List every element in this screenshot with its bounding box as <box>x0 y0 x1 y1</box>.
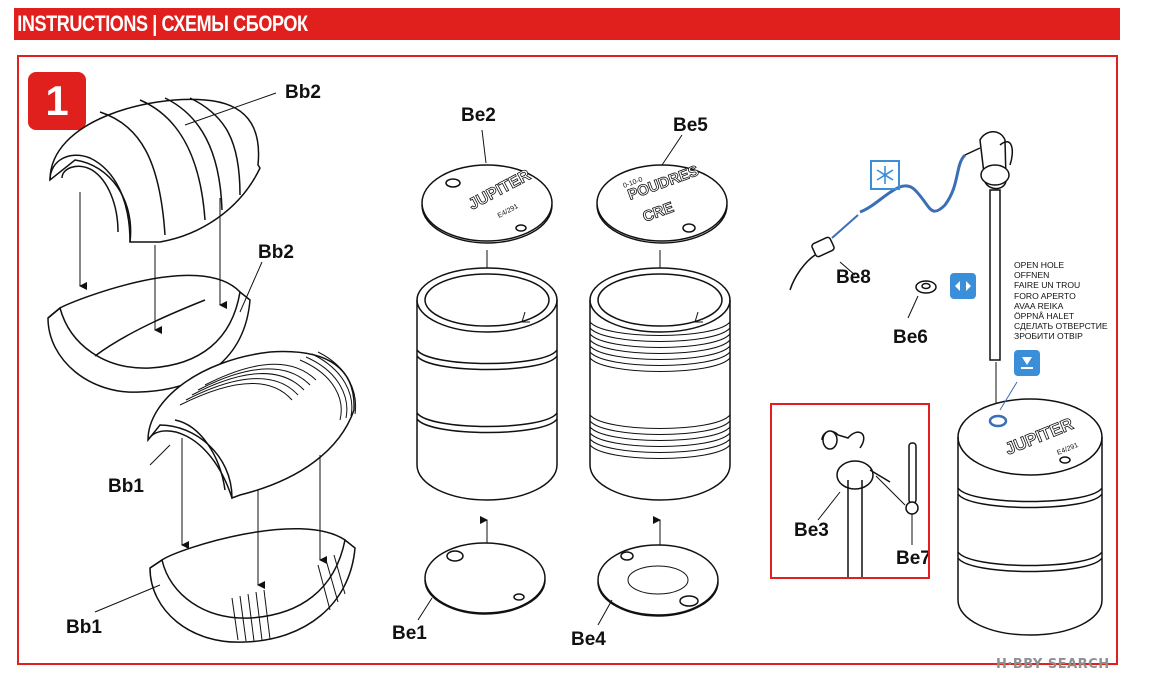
detail-rod-be7 <box>875 442 919 545</box>
note-line: AVAA REIKA <box>1014 300 1064 311</box>
be4-drum-body <box>589 267 731 501</box>
be5-lid <box>596 134 728 244</box>
note-line: ЗРОБИТИ ОТВІР <box>1014 331 1083 342</box>
bb1-lower-shell <box>94 527 356 643</box>
note-line: OFFNEN <box>1014 270 1050 281</box>
snowflake-bend-icon <box>870 160 900 190</box>
step-frame <box>17 55 1118 665</box>
note-line: СДЕЛАТЬ ОТВЕРСТИЕ <box>1014 321 1108 332</box>
header-title: INSTRUCTIONS | СХЕМЫ СБОРОК <box>17 11 308 36</box>
drill-glyph-icon <box>1021 357 1033 369</box>
label-bb2-mid: Bb2 <box>258 242 294 263</box>
label-be6: Be6 <box>893 327 928 348</box>
label-be1: Be1 <box>392 623 427 644</box>
watermark: H·BBY SEARCH <box>996 657 1110 672</box>
be1-base <box>417 542 546 621</box>
label-be4: Be4 <box>571 629 606 650</box>
be4-base <box>597 544 719 626</box>
instructions-header: INSTRUCTIONS | СХЕМЫ СБОРОК <box>14 8 1120 40</box>
detail-pump-be3 <box>817 430 891 578</box>
bb1-upper-shell <box>147 350 357 500</box>
label-bb2-top: Bb2 <box>285 82 321 103</box>
snowflake-glyph-icon <box>876 166 894 184</box>
pump-assembly <box>979 131 1013 361</box>
label-be3: Be3 <box>794 520 829 541</box>
bb2-upper-shell <box>49 92 277 243</box>
bb2-lower-shell <box>47 261 263 393</box>
label-be7: Be7 <box>896 548 931 569</box>
label-be8: Be8 <box>836 267 871 288</box>
label-bb1-bottom: Bb1 <box>66 617 102 638</box>
rotate-arrows-icon <box>950 273 976 299</box>
step-number-badge: 1 <box>28 72 86 130</box>
label-be2: Be2 <box>461 105 496 126</box>
be8-hose-assembly <box>789 147 981 291</box>
note-line: OPEN HOLE <box>1014 260 1065 270</box>
open-hole-note: OPEN HOLE OFFNEN FAIRE UN TROU FORO APER… <box>1014 260 1144 342</box>
jupiter-drum <box>957 398 1103 636</box>
rotate-glyph-icon <box>955 281 971 291</box>
be6-cap <box>907 280 937 319</box>
label-bb1-mid: Bb1 <box>108 476 144 497</box>
note-line: FAIRE UN TROU <box>1014 280 1081 291</box>
be1-drum-body <box>416 267 558 501</box>
drill-hole-icon <box>1014 350 1040 376</box>
label-be5: Be5 <box>673 115 708 136</box>
note-line: FORO APERTO <box>1014 290 1076 301</box>
note-line: ÖPPNÅ HALET <box>1014 311 1075 322</box>
be2-lid <box>421 129 553 244</box>
detail-callout-box <box>770 403 930 579</box>
